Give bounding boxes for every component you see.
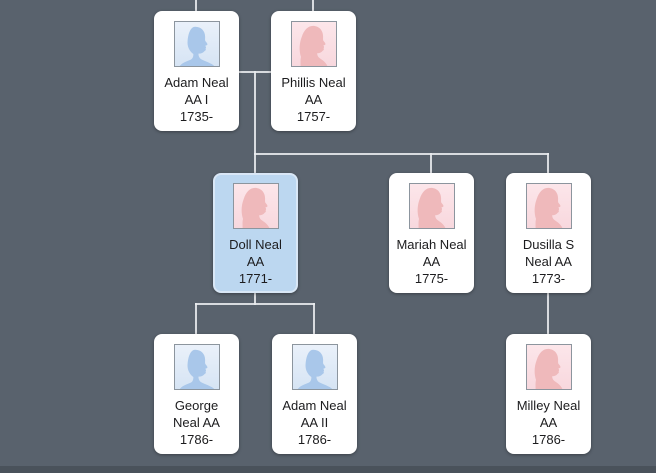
person-name-line1: Phillis Neal (281, 75, 346, 90)
person-name-line2: AA (304, 92, 323, 107)
female-profile-silhouette-icon (232, 183, 279, 229)
male-profile-silhouette-icon (291, 344, 338, 390)
person-lifespan: 1786- (179, 432, 214, 447)
female-profile-silhouette-icon (408, 183, 455, 229)
female-profile-silhouette-icon (525, 183, 572, 229)
person-card-doll-neal-aa[interactable]: Doll Neal AA 1771- (213, 173, 298, 293)
connector-line-doll-children-bar (195, 303, 315, 305)
female-profile-silhouette-icon (290, 21, 337, 67)
female-profile-silhouette-icon (525, 344, 572, 390)
person-name-line2: AA (422, 254, 441, 269)
person-card-george-neal-aa[interactable]: George Neal AA 1786- (154, 334, 239, 454)
person-lifespan: 1786- (297, 432, 332, 447)
person-card-phillis-neal-aa[interactable]: Phillis Neal AA 1757- (271, 11, 356, 131)
person-card-adam-neal-aa-i[interactable]: Adam Neal AA I 1735- (154, 11, 239, 131)
person-name-line2: Neal AA (173, 415, 220, 430)
person-card-mariah-neal-aa[interactable]: Mariah Neal AA 1775- (389, 173, 474, 293)
person-lifespan: 1757- (296, 109, 331, 124)
connector-line-drop-dusilla (547, 153, 549, 173)
person-name-line2: AA I (184, 92, 209, 107)
connector-line-sibling-bar (254, 153, 549, 155)
connector-line-drop-george (195, 303, 197, 334)
person-name-line1: Adam Neal (164, 75, 229, 90)
person-card-milley-neal-aa[interactable]: Milley Neal AA 1786- (506, 334, 591, 454)
connector-line-parent-of-phillis (312, 0, 314, 11)
person-lifespan: 1773- (531, 271, 566, 286)
connector-line-drop-doll (254, 153, 256, 173)
person-name-line1: George (174, 398, 219, 413)
person-name-line2: AA (539, 415, 558, 430)
person-name-line1: Doll Neal (229, 237, 282, 252)
person-lifespan: 1786- (531, 432, 566, 447)
person-name-line1: Dusilla S (522, 237, 575, 252)
connector-line-doll-descent (254, 292, 256, 305)
connector-line-dusilla-to-milley (547, 292, 549, 334)
person-name-line1: Milley Neal (516, 398, 581, 413)
person-card-adam-neal-aa-ii[interactable]: Adam Neal AA II 1786- (272, 334, 357, 454)
person-name-line1: Mariah Neal (396, 237, 467, 252)
person-name-line2: AA (246, 254, 265, 269)
connector-line-drop-mariah (430, 153, 432, 173)
connector-line-parent-of-adam-i (195, 0, 197, 11)
person-lifespan: 1735- (179, 109, 214, 124)
male-profile-silhouette-icon (173, 21, 220, 67)
connector-line-drop-adam-ii (313, 303, 315, 334)
person-card-dusilla-s-neal-aa[interactable]: Dusilla S Neal AA 1773- (506, 173, 591, 293)
person-lifespan: 1775- (414, 271, 449, 286)
person-name-line2: AA II (300, 415, 329, 430)
person-lifespan: 1771- (238, 271, 273, 286)
person-name-line2: Neal AA (525, 254, 572, 269)
person-name-line1: Adam Neal (282, 398, 347, 413)
male-profile-silhouette-icon (173, 344, 220, 390)
connector-line-couple-descent (254, 71, 256, 155)
bottom-toolbar-edge (0, 466, 656, 473)
